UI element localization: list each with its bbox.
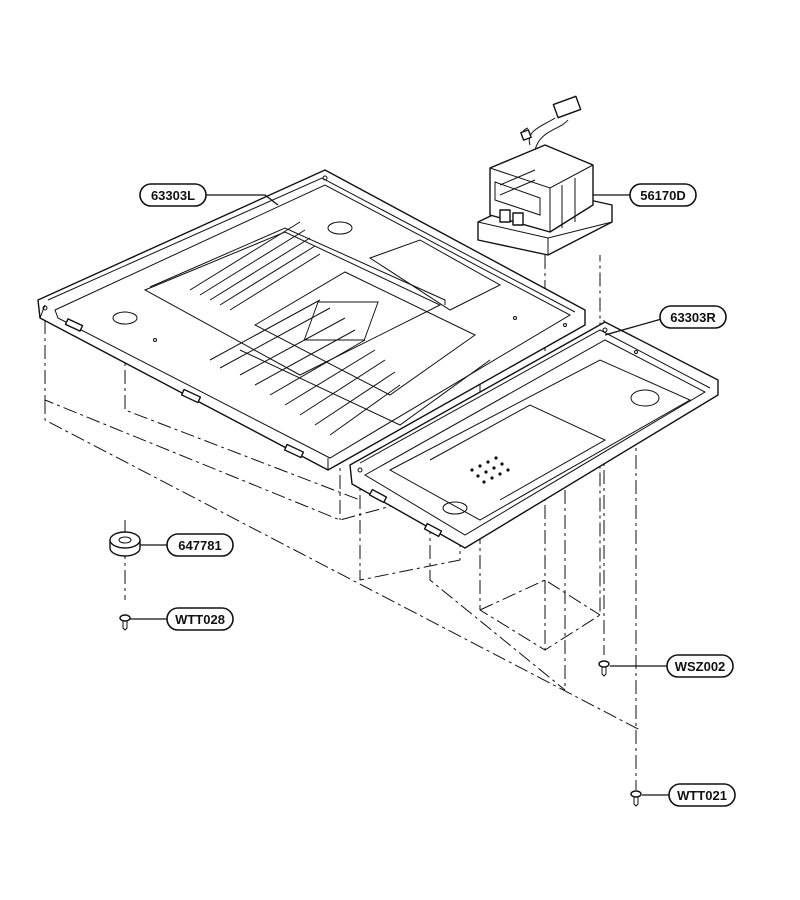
- screw-wtt021: [630, 790, 642, 807]
- callout-647781: 647781: [166, 533, 234, 557]
- screw-wtt028: [119, 614, 131, 631]
- callout-WTT021: WTT021: [668, 783, 736, 807]
- callout-63303L: 63303L: [139, 183, 207, 207]
- callout-56170D: 56170D: [629, 183, 697, 207]
- rubber-foot: [109, 531, 141, 557]
- callout-label: WTT028: [175, 612, 225, 627]
- leader-lines: [130, 194, 671, 796]
- vent-grille: [303, 301, 379, 341]
- callout-WSZ002: WSZ002: [666, 654, 734, 678]
- transformer: [477, 95, 613, 256]
- callout-63303R: 63303R: [659, 305, 727, 329]
- right-base-plate: [349, 321, 719, 549]
- callout-label: 63303L: [151, 188, 195, 203]
- callout-label: WSZ002: [675, 659, 726, 674]
- callout-WTT028: WTT028: [166, 607, 234, 631]
- callout-label: 56170D: [640, 188, 686, 203]
- callout-label: 63303R: [670, 310, 716, 325]
- left-base-plate: [37, 169, 586, 471]
- callout-label: WTT021: [677, 788, 727, 803]
- callout-label: 647781: [178, 538, 221, 553]
- screw-wsz002: [598, 660, 610, 677]
- right-vent: [470, 456, 510, 484]
- louvers: [189, 221, 401, 436]
